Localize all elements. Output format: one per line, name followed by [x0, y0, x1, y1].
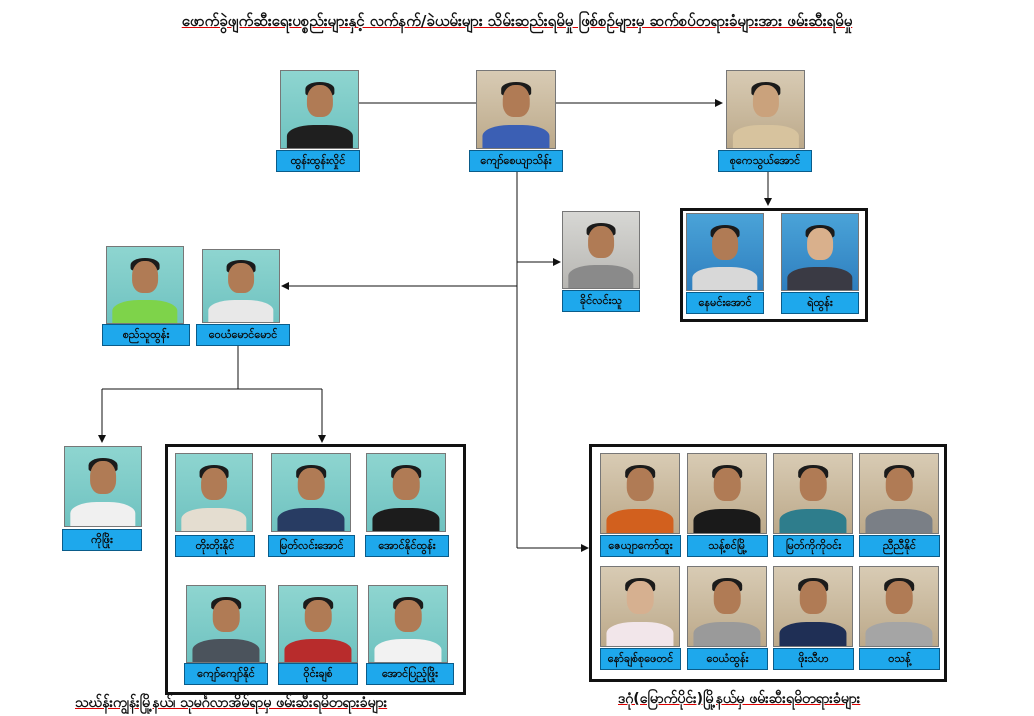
photo-p2 [476, 70, 556, 149]
label-g2-1: သန့်စင်မြို့ [687, 535, 768, 557]
label-g2-4: နော်ချစ်စုဖေတင် [600, 648, 681, 670]
label-p7: စည်သူထွန်း [102, 324, 190, 346]
photo-g2-3 [859, 453, 939, 534]
label-g2-5: ဝေယံထွန်း [687, 648, 768, 670]
caption-left-group: သဃ်န်းကျွန်းမြို့နယ်၊ သုမင်္ဂလာအိမ်ရာမှ … [75, 695, 388, 711]
page-title: ဖောက်ခွဲဖျက်ဆီးရေးပစ္စည်းများနှင့် လက်နက… [181, 12, 853, 30]
photo-g2-1 [687, 453, 767, 534]
photo-g1-5 [368, 585, 448, 663]
photo-g2-2 [773, 453, 853, 534]
label-g1-0: တိုးတိုးနိုင် [175, 535, 255, 557]
photo-p4 [686, 213, 764, 291]
label-g2-7: ဝသန့် [859, 648, 940, 670]
photo-g2-5 [687, 566, 767, 647]
caption-right-group: ဒဂုံ(မြောက်ပိုင်း)မြို့နယ်မှ ဖမ်းဆီးရမိတ… [618, 691, 861, 707]
label-p3: စုကေသွယ်အောင် [718, 150, 812, 172]
label-g1-5: အောင်ပြည့်ဖြိုး [366, 663, 454, 685]
photo-g1-4 [278, 585, 358, 663]
label-g1-2: အောင်နိုင်ထွန်း [365, 535, 449, 557]
label-g2-0: ဇေယျာကော်ထူး [600, 535, 681, 557]
photo-p3 [726, 70, 805, 149]
group-box-right [589, 444, 947, 682]
photo-g2-4 [600, 566, 680, 647]
label-p5: ရဲထွန်း [781, 292, 859, 314]
photo-g2-0 [600, 453, 680, 534]
label-g2-6: ဖိုးသီဟ [773, 648, 854, 670]
group-box-p4-p5 [680, 208, 868, 322]
label-g2-2: မြတ်ကိုကိုဝင်း [773, 535, 854, 557]
label-g2-3: ညီညီနိုင် [859, 535, 940, 557]
label-g1-3: ကျော်ကျော်နိုင် [184, 663, 268, 685]
label-g1-1: မြတ်လင်းအောင် [268, 535, 355, 557]
group-box-left [165, 444, 466, 695]
photo-g1-0 [175, 453, 253, 532]
photo-g2-7 [859, 566, 939, 647]
label-p8: ဝေယံမောင်မောင် [196, 324, 290, 346]
label-g1-4: ဝိုင်းချစ် [278, 663, 358, 685]
photo-p8 [202, 249, 280, 323]
photo-g1-1 [271, 453, 351, 532]
photo-p7 [106, 246, 184, 324]
photo-g2-6 [773, 566, 853, 647]
photo-p9 [64, 446, 142, 527]
label-p6: ခိုင်လင်းသူ [562, 290, 640, 312]
label-p1: ထွန်းထွန်းလှိုင် [276, 150, 360, 172]
label-p4: နေမင်းအောင် [686, 292, 764, 314]
photo-g1-2 [366, 453, 446, 532]
label-p9: ကိုဖြိုး [62, 529, 142, 551]
photo-p5 [781, 213, 859, 291]
label-p2: ကျော်စေယျာသိန်း [469, 150, 563, 172]
photo-p1 [280, 70, 359, 149]
photo-g1-3 [186, 585, 266, 663]
photo-p6 [562, 211, 640, 289]
